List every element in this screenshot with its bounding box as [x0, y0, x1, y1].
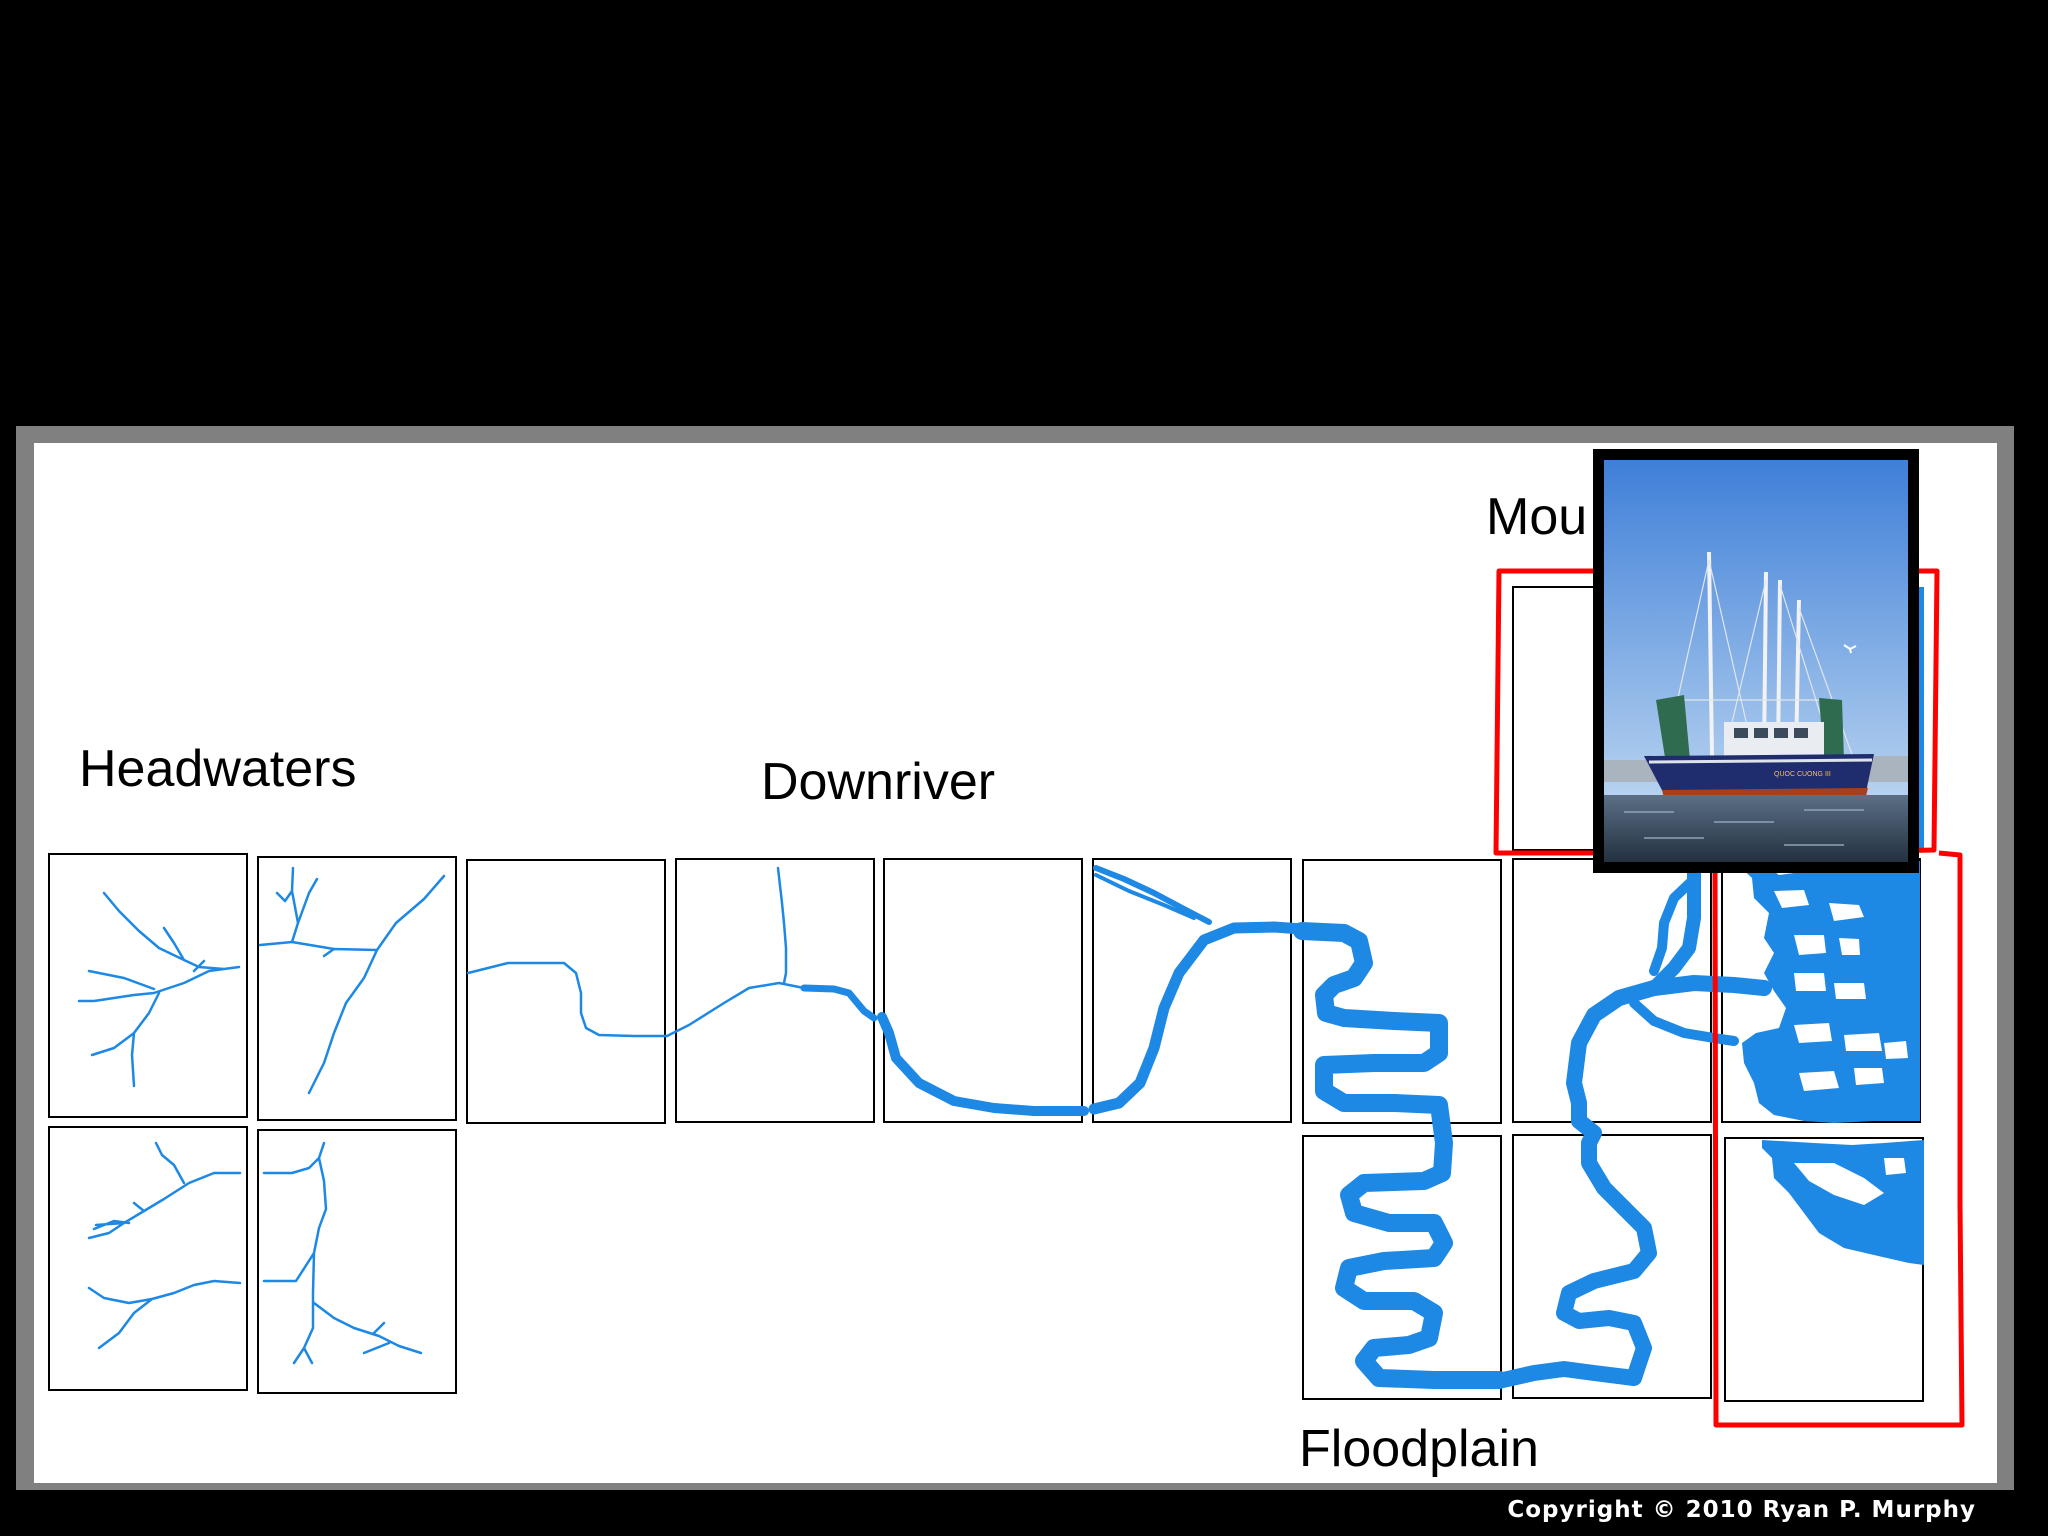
delta-island-7: [1794, 1023, 1832, 1043]
delta-main: [1734, 861, 1920, 1123]
delta-island-1: [1774, 890, 1809, 908]
river-delta: [1734, 587, 1924, 1265]
main-river: [466, 856, 1772, 1389]
river-oxbow-lower: [1094, 873, 1196, 920]
boat-name: QUOC CUONG III: [1774, 771, 1831, 778]
panel-mouth-bottom: [1512, 1134, 1712, 1399]
delta-island-5: [1794, 973, 1826, 991]
panel-headwaters-bottom-left: [48, 1126, 248, 1391]
downriver-label: Downriver: [761, 753, 996, 811]
river-segment-4-widening: [800, 984, 878, 1022]
seagull: [1843, 644, 1857, 654]
delta-island-9: [1884, 1041, 1908, 1059]
stream-network-2: [258, 866, 446, 1095]
river-segment-6: [1088, 921, 1308, 1115]
panel-floodplain-bottom: [1302, 1135, 1502, 1400]
shrimp-boat-photo: QUOC CUONG III: [1593, 449, 1919, 873]
boat-hull-stripe: [1648, 758, 1873, 764]
panel-river-6: [1092, 858, 1292, 1123]
boat-nets: [1656, 695, 1844, 764]
river-segment-5: [877, 1012, 1089, 1116]
river-segment-4: [665, 866, 806, 1038]
panel-river-3: [466, 859, 666, 1124]
floodplain-label: Floodplain: [1299, 1420, 1539, 1478]
panel-river-4: [675, 858, 875, 1123]
boat-hull: [1644, 754, 1874, 794]
panel-mouth-right-bottom: [1724, 1137, 1924, 1402]
delta-island-2: [1829, 903, 1864, 921]
river-floodplain-meanders: [1293, 922, 1508, 1389]
delta-island-10: [1799, 1071, 1839, 1091]
panel-headwaters-bottom-right: [257, 1129, 457, 1394]
water-ripples: [1624, 809, 1864, 846]
shrimp-boat-image: QUOC CUONG III: [1604, 460, 1908, 862]
river-mouth-meanders: [1495, 975, 1772, 1388]
mouth-label: Mou: [1486, 488, 1588, 546]
panel-headwaters-top-left: [48, 853, 248, 1118]
delta-island-3: [1794, 935, 1826, 955]
panel-floodplain-top: [1302, 859, 1502, 1124]
river-mouth-fork: [1649, 874, 1699, 976]
delta-islands: [1774, 890, 1908, 1205]
panel-river-5: [883, 858, 1083, 1123]
headwater-streams: [77, 866, 446, 1365]
delta-island-13: [1884, 1158, 1906, 1175]
river-mouth-channel-2: [1629, 998, 1739, 1046]
river-segment-3: [466, 961, 669, 1038]
stream-network-4: [262, 1141, 423, 1365]
delta-island-4: [1839, 938, 1860, 955]
river-oxbow-upper: [1093, 865, 1212, 925]
panel-headwaters-top-right: [257, 856, 457, 1121]
headwaters-label: Headwaters: [79, 740, 357, 798]
mouth-highlight-right-box: [1712, 850, 1965, 1428]
boat-cabin: [1724, 722, 1824, 756]
delta-island-12: [1794, 1163, 1884, 1205]
stream-network-1: [77, 891, 241, 1088]
stream-network-3: [87, 1141, 242, 1350]
copyright-notice: Copyright © 2010 Ryan P. Murphy: [1507, 1497, 1976, 1523]
delta-island-8: [1844, 1033, 1882, 1051]
delta-island-11: [1854, 1068, 1884, 1085]
delta-island-6: [1834, 983, 1866, 999]
water: [1604, 795, 1908, 862]
